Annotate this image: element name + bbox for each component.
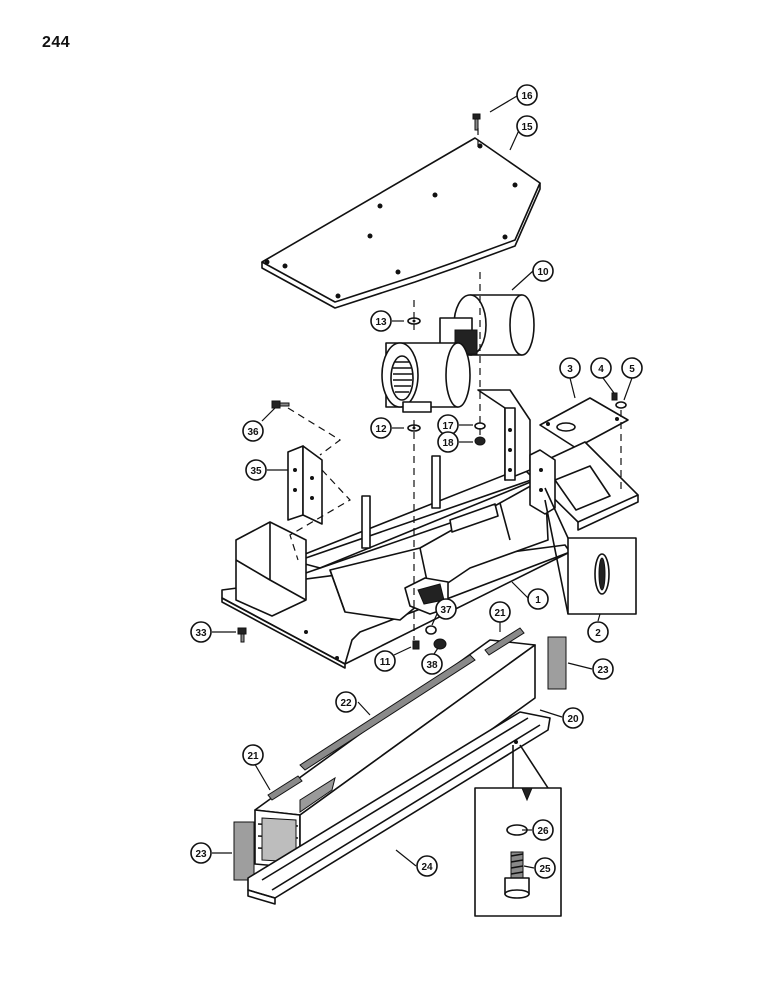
svg-text:18: 18 [442,438,454,449]
callout-16: 16 [516,84,538,106]
svg-text:12: 12 [375,424,387,435]
callout-25: 25 [534,857,556,879]
grommet-inset [544,487,637,615]
callout-36: 36 [242,420,264,442]
svg-text:15: 15 [521,122,533,133]
callout-18: 18 [437,431,459,453]
callout-21-upper: 21 [489,601,511,623]
svg-text:4: 4 [598,364,604,375]
svg-text:2: 2 [595,628,601,639]
svg-text:33: 33 [195,628,207,639]
svg-text:16: 16 [521,91,533,102]
svg-text:25: 25 [539,864,551,875]
seal-strip-22 [299,654,476,771]
leader-lines [212,95,633,869]
callout-23-left: 23 [190,842,212,864]
callout-3: 3 [559,357,581,379]
washer-37 [425,625,437,635]
callout-24: 24 [416,855,438,877]
screw-36 [271,400,290,409]
callout-26: 26 [532,819,554,841]
svg-text:3: 3 [567,364,573,375]
callout-37: 37 [435,598,457,620]
seal-pad-23-left [233,821,255,881]
svg-text:13: 13 [375,317,387,328]
callout-4: 4 [590,357,612,379]
nut-18 [474,436,486,446]
seal-pad-23-right [547,636,567,690]
nut-38 [433,638,447,650]
svg-text:17: 17 [442,421,454,432]
bracket-35 [287,445,323,525]
screw-4 [611,392,618,401]
callout-5: 5 [621,357,643,379]
callout-11: 11 [374,650,396,672]
svg-text:21: 21 [247,751,259,762]
callout-38: 38 [421,653,443,675]
access-plate [539,397,629,449]
callout-22: 22 [335,691,357,713]
seal-strip-21-upper [484,627,525,656]
svg-text:36: 36 [247,427,259,438]
svg-text:1: 1 [535,595,541,606]
callout-2: 2 [587,621,609,643]
svg-text:35: 35 [250,466,262,477]
blower-assembly [381,294,535,413]
callout-33: 33 [190,621,212,643]
svg-text:21: 21 [494,608,506,619]
cover-screw [472,113,481,131]
callout-1: 1 [527,588,549,610]
svg-text:37: 37 [440,605,452,616]
callout-35: 35 [245,459,267,481]
washer-5 [615,401,627,409]
callout-23-right: 23 [592,658,614,680]
screw-33 [237,627,247,643]
callout-21-lower: 21 [242,744,264,766]
callout-10: 10 [532,260,554,282]
svg-text:5: 5 [629,364,635,375]
page-number: 244 [42,34,71,51]
callout-13: 13 [370,310,392,332]
drain-pan [247,711,551,905]
svg-text:26: 26 [537,826,549,837]
svg-text:38: 38 [426,660,438,671]
cover-plate [261,137,541,309]
svg-text:11: 11 [380,657,391,668]
svg-text:20: 20 [567,714,579,725]
svg-text:23: 23 [195,849,207,860]
callout-12: 12 [370,417,392,439]
screw-11 [412,640,420,650]
alignment-lines [287,128,622,640]
svg-text:23: 23 [597,665,609,676]
svg-text:24: 24 [421,862,433,873]
svg-text:10: 10 [537,267,549,278]
callout-15: 15 [516,115,538,137]
seal-strip-21-lower [267,775,303,801]
callout-20: 20 [562,707,584,729]
svg-text:22: 22 [340,698,352,709]
fitting-inset [474,744,562,917]
